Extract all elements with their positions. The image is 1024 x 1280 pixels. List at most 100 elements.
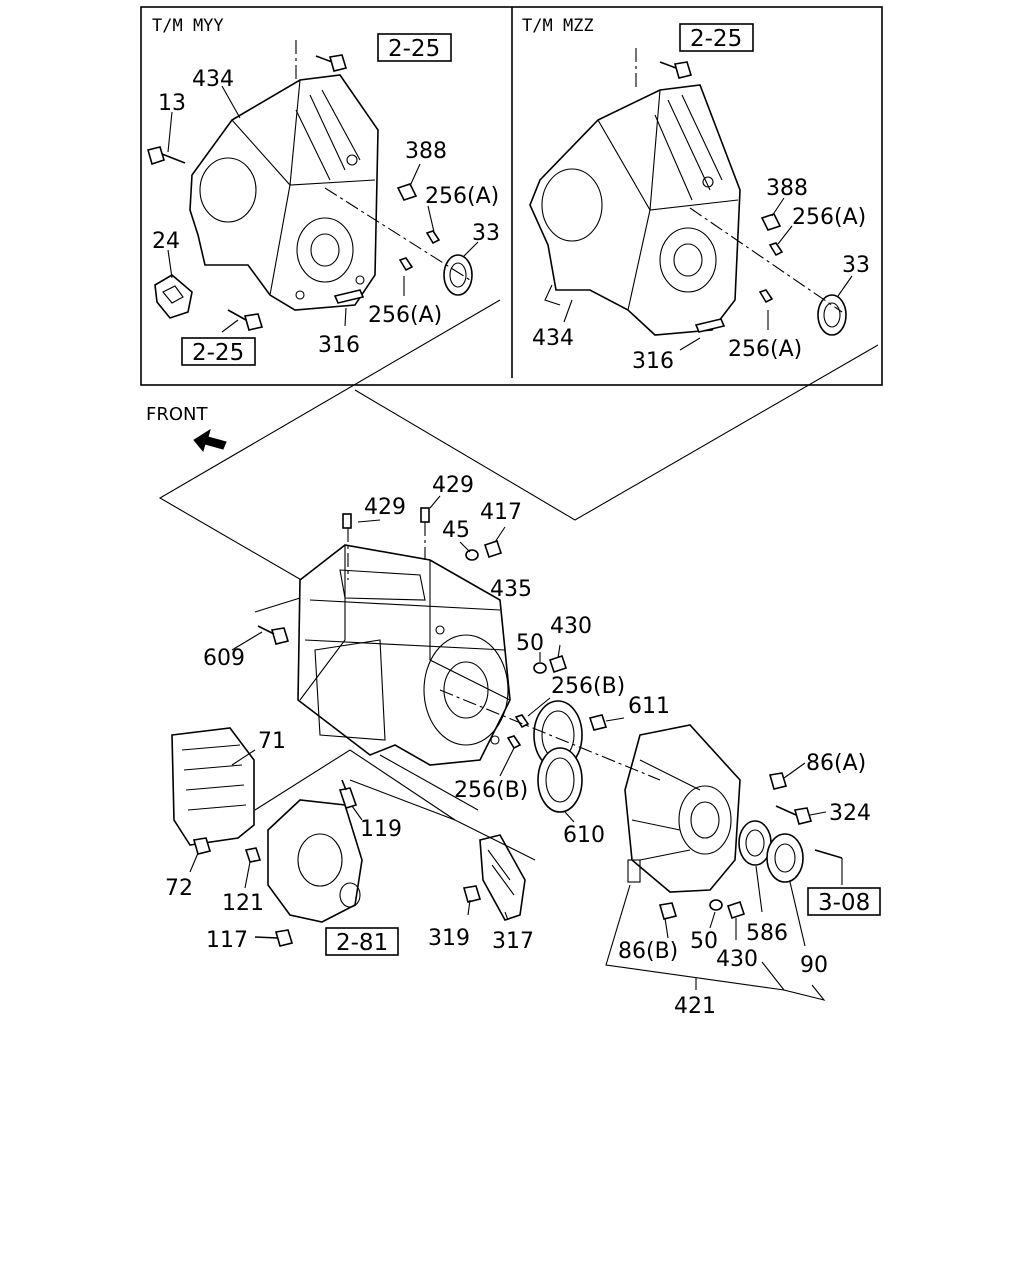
- left-panel-leader-lines: [167, 40, 479, 333]
- label-71: 71: [258, 729, 286, 754]
- bushing-388-left: [396, 183, 418, 201]
- front-label: FRONT: [146, 404, 208, 425]
- stud-3-08: [814, 849, 843, 859]
- clutch-housing-myy: [189, 74, 379, 311]
- plug-430-upper: [548, 654, 568, 674]
- front-arrow-icon: [193, 428, 227, 453]
- label-316-left: 316: [318, 333, 360, 358]
- label-434-right: 434: [532, 326, 574, 351]
- transmission-case-435: [297, 544, 511, 766]
- cover-71: [171, 727, 255, 846]
- label-24: 24: [152, 229, 180, 254]
- label-317: 317: [492, 929, 534, 954]
- bolt-13: [147, 146, 186, 166]
- bolt-609: [257, 625, 290, 645]
- right-panel-leader-lines: [563, 48, 853, 351]
- plate-316-left: [333, 289, 365, 304]
- label-586: 586: [746, 921, 788, 946]
- bolt-324: [775, 805, 813, 825]
- label-50-upper: 50: [516, 631, 544, 656]
- ref-box-2-81[interactable]: 2-81: [325, 927, 399, 956]
- bolt-86a: [768, 772, 788, 790]
- part-labels: 434 13 388 256(A) 33 24 256(A) 316 388 2…: [152, 67, 871, 1019]
- label-45: 45: [442, 518, 470, 543]
- label-50-lower: 50: [690, 929, 718, 954]
- label-33-left: 33: [472, 221, 500, 246]
- label-611: 611: [628, 694, 670, 719]
- ref-box-2-25-right-top[interactable]: 2-25: [679, 23, 754, 52]
- oring-50-upper: [533, 662, 547, 674]
- label-421: 421: [674, 994, 716, 1019]
- seal-586: [738, 820, 772, 866]
- cover-317: [479, 834, 526, 921]
- nut-121: [244, 847, 262, 863]
- seal-90: [766, 833, 804, 883]
- clutch-housing-mzz: [529, 84, 741, 336]
- label-256b-lower: 256(B): [454, 778, 528, 803]
- bushing-388-right: [760, 213, 782, 231]
- label-316-right: 316: [632, 349, 674, 374]
- label-121: 121: [222, 891, 264, 916]
- label-434-left: 434: [192, 67, 234, 92]
- label-430-lower: 430: [716, 947, 758, 972]
- cover-24: [154, 274, 193, 319]
- label-324: 324: [829, 801, 871, 826]
- label-429-lower: 429: [364, 495, 406, 520]
- bolt-319: [462, 885, 482, 903]
- label-33-right: 33: [842, 253, 870, 278]
- label-256a-right-lower: 256(A): [728, 337, 802, 362]
- stud-119: [338, 779, 358, 809]
- oring-50-lower: [709, 899, 723, 911]
- ref-box-2-25-left-bottom[interactable]: 2-25: [181, 337, 256, 366]
- main-leader-lines: [189, 495, 843, 1001]
- label-256a-left-lower: 256(A): [368, 303, 442, 328]
- label-86b: 86(B): [618, 939, 678, 964]
- label-13: 13: [158, 91, 186, 116]
- gasket-610: [537, 747, 583, 813]
- label-86a: 86(A): [806, 751, 866, 776]
- ref-box-2-25-left-top[interactable]: 2-25: [377, 33, 452, 62]
- shift-unit: [267, 799, 363, 923]
- bolt-top-right: [659, 61, 693, 79]
- pin-256a-left: [398, 230, 441, 272]
- label-430-upper: 430: [550, 614, 592, 639]
- label-90: 90: [800, 953, 828, 978]
- plug-417: [483, 539, 503, 559]
- plug-430-lower: [726, 900, 746, 920]
- label-417: 417: [480, 500, 522, 525]
- label-72: 72: [165, 876, 193, 901]
- pin-429-right: [420, 507, 430, 523]
- label-256a-left-upper: 256(A): [425, 184, 499, 209]
- plate-316-right: [694, 318, 726, 333]
- label-388-left: 388: [405, 139, 447, 164]
- label-119: 119: [360, 817, 402, 842]
- label-429-upper: 429: [432, 473, 474, 498]
- panel-title-mzz: T/M MZZ: [522, 16, 594, 36]
- connector-lines: [158, 299, 879, 586]
- label-610: 610: [563, 823, 605, 848]
- label-256b-upper: 256(B): [551, 674, 625, 699]
- seal-33-left: [443, 254, 473, 296]
- pin-256a-right: [758, 242, 784, 304]
- bolt-86b: [658, 902, 678, 920]
- ref-box-3-08[interactable]: 3-08: [807, 887, 881, 916]
- bolt-117: [254, 929, 294, 947]
- label-609: 609: [203, 646, 245, 671]
- extension-housing-421: [624, 724, 741, 893]
- ref-label: 3-08: [818, 890, 870, 916]
- panel-title-myy: T/M MYY: [152, 16, 224, 36]
- ref-label: 2-25: [388, 36, 440, 62]
- label-435: 435: [490, 577, 532, 602]
- top-frame: [140, 6, 883, 386]
- label-256a-right-upper: 256(A): [792, 205, 866, 230]
- ref-label: 2-81: [336, 930, 388, 956]
- pin-256b: [506, 714, 530, 750]
- label-117: 117: [206, 928, 248, 953]
- bolt-top-left: [315, 54, 348, 72]
- bolt-72: [192, 837, 212, 855]
- oring-45: [465, 549, 479, 561]
- label-388-right: 388: [766, 176, 808, 201]
- ref-label: 2-25: [690, 26, 742, 52]
- pin-429-left: [342, 513, 352, 529]
